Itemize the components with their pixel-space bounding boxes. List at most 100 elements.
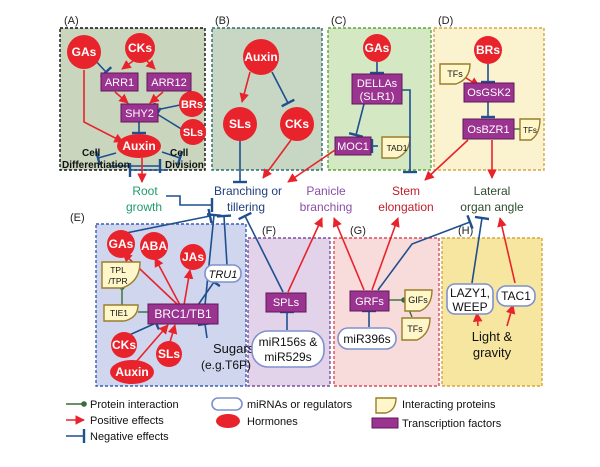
tf-shy2-label: SHY2 [125, 108, 154, 120]
regulator-mir156-label-1: miR156s & [259, 335, 318, 349]
edge-b-auxin-cks [271, 71, 295, 108]
panel-label-c: (C) [331, 15, 346, 27]
hormone-auxin-e [110, 360, 154, 384]
interactor-tfs-d-label: TFs [447, 69, 463, 79]
panel-label-e: (E) [70, 212, 85, 224]
panel-g: GRFs GIFs TFs miR396s [332, 214, 474, 350]
edge-e-sugars-brc1 [197, 321, 213, 339]
edge-e-brc1-jas [183, 269, 194, 306]
interactor-gifs [404, 289, 433, 312]
hormone-brs-d [474, 36, 502, 64]
edge-g-grfs-panicle [332, 217, 365, 291]
tf-osgsk2 [463, 82, 515, 103]
pheno-panicle-1: Panicle [306, 184, 346, 198]
legend-interacting: Interacting proteins [402, 399, 496, 411]
hormone-sls-b-label: SLs [229, 117, 251, 131]
edge-a-gas-auxin [83, 95, 124, 143]
edge-h-tac1-lateral [497, 217, 516, 284]
edge-a-sls-shy2 [152, 107, 184, 131]
pheno-root-1: Root [132, 184, 158, 198]
hormone-auxin-e-label: Auxin [115, 365, 148, 379]
edge-e-brc1-tru1 [197, 276, 221, 306]
panel-g-box [333, 237, 440, 387]
tf-arr1 [100, 72, 139, 92]
legend-mirnas: miRNAs or regulators [247, 399, 353, 411]
edge-dellas-stem [402, 89, 418, 174]
tf-grfs [349, 290, 390, 312]
label-sugars-2: (e.g.T6P) [201, 358, 251, 372]
interactor-tfs2-d [519, 118, 541, 141]
regulator-mir156-label-2: miR529s [264, 350, 311, 364]
edge-a-arr1-shy2 [114, 91, 129, 104]
hormone-gas-c [363, 34, 391, 62]
legend: Protein interaction Positive effects Neg… [66, 397, 502, 444]
panel-f: SPLs miR156s & miR529s [238, 211, 325, 368]
edge-e-brc1-aba [154, 257, 181, 306]
panel-label-h: (H) [458, 225, 473, 237]
hormone-jas-e-label: JAs [182, 250, 204, 264]
tf-brc1 [147, 303, 219, 325]
edge-h-light-tac1 [506, 304, 516, 327]
tf-shy2 [120, 103, 159, 123]
tf-grfs-label: GRFs [355, 296, 384, 308]
legend-hormones-swatch [216, 414, 240, 428]
hormone-cks-e [111, 332, 137, 358]
edge-g-grfs-stem [371, 217, 400, 291]
legend-negative: Negative effects [90, 431, 169, 443]
regulator-mir156 [251, 330, 325, 368]
panel-label-d: (D) [438, 15, 453, 27]
pheno-branch-2: tillering [227, 200, 265, 214]
edge-osbzr1-stem [424, 139, 469, 181]
pheno-stem-1: Stem [392, 184, 420, 198]
hormone-auxin [117, 134, 161, 158]
pheno-root-2: growth [126, 200, 162, 214]
tf-osbzr1-label: OsBZR1 [467, 124, 509, 136]
edge-f-spls-panicle [287, 217, 323, 293]
hormone-brs [179, 91, 205, 117]
hormone-brs-d-label: BRs [476, 43, 500, 57]
interactor-tie1 [103, 304, 139, 322]
edge-f-spls-branching [238, 211, 284, 293]
label-sugars-1: Sugars [213, 341, 255, 356]
hormone-gas-label: GAs [72, 45, 97, 59]
edge-e-tru1-branching [216, 214, 232, 266]
hormone-sls-e [156, 341, 182, 367]
edge-e-brc1-branching [204, 213, 222, 306]
panel-a: GAs CKs ARR1 ARR12 SHY2 BRs SLs Auxin Ce… [62, 33, 206, 178]
tf-arr12-label: ARR12 [151, 77, 186, 89]
interactor-tad1-label: TAD1 [386, 143, 407, 153]
edge-a-cks-arr1 [121, 60, 134, 70]
pheno-branch-1: Branching or [214, 184, 282, 198]
hormone-cks-e-label: CKs [112, 338, 136, 352]
regulator-mir396 [337, 327, 397, 350]
tf-spls-label: SPLs [273, 297, 300, 309]
pheno-lateral-2: organ angle [460, 200, 524, 214]
tf-dellas-label-2: (SLR1) [360, 91, 395, 103]
edge-h-light-lazy [472, 312, 483, 327]
edge-root-branching [166, 195, 214, 213]
hormone-aba-e-label: ABA [141, 239, 167, 253]
phenotype-edges [137, 89, 497, 213]
hormone-cks-b [280, 107, 314, 141]
legend-hormones: Hormones [247, 416, 298, 428]
tf-osbzr1 [462, 118, 515, 140]
interactor-tfs-g-label: TFs [407, 324, 423, 334]
label-division: Division [165, 160, 204, 171]
pheno-stem-2: elongation [378, 200, 433, 214]
regulator-tru1 [204, 264, 242, 283]
interactor-tie1-label: TIE1 [110, 308, 128, 318]
label-cell-right: Cell [170, 148, 189, 159]
edge-e-cks-brc1 [126, 315, 161, 337]
tf-brc1-label: BRC1/TB1 [154, 307, 212, 321]
panel-e: GAs ABA JAs TRU1 TPL /TPR TIE1 BRC1/TB1 … [101, 208, 255, 384]
interactor-tpl-label-1: TPL [110, 265, 126, 275]
hormone-auxin-label: Auxin [122, 139, 155, 153]
hormone-cks [125, 33, 155, 63]
panel-label-f: (F) [262, 225, 276, 237]
hormone-jas-e [180, 244, 206, 270]
regulator-lazy1-label-2: WEEP [452, 300, 487, 314]
edge-e-gas-branching [120, 208, 213, 235]
legend-protein-interaction: Protein interaction [90, 399, 179, 411]
